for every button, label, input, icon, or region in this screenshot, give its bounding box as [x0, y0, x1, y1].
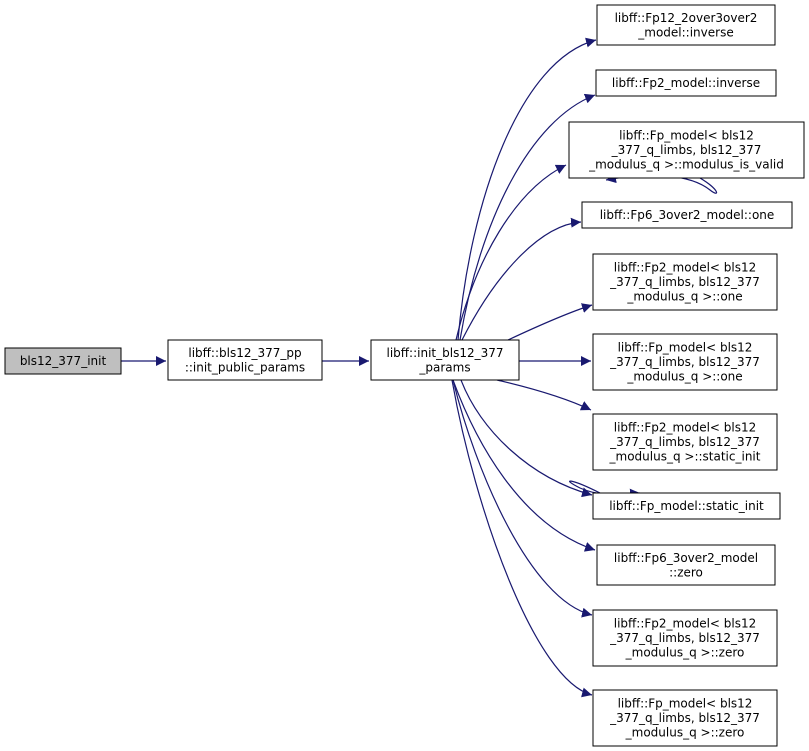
node-box	[4, 347, 122, 375]
node-label-line: libff::Fp_model::static_init	[609, 499, 764, 513]
node-label-line: libff::Fp_model< bls12	[619, 129, 754, 143]
edge-n2-to-n9	[496, 379, 592, 411]
node-n2[interactable]: libff::init_bls12_377_params	[370, 339, 520, 381]
node-n1[interactable]: libff::bls12_377_pp::init_public_params	[167, 339, 323, 381]
node-label-line: _377_q_limbs, bls12_377	[609, 435, 760, 449]
node-n8[interactable]: libff::Fp_model< bls12_377_q_limbs, bls1…	[592, 333, 778, 391]
node-box	[370, 339, 520, 381]
node-label-line: _377_q_limbs, bls12_377	[609, 275, 760, 289]
node-n13[interactable]: libff::Fp_model< bls12_377_q_limbs, bls1…	[592, 689, 778, 747]
node-label-line: _377_q_limbs, bls12_377	[609, 631, 760, 645]
node-label-line: _modulus_q >::static_init	[609, 450, 761, 464]
node-label-line: _modulus_q >::one	[626, 290, 742, 304]
node-n5[interactable]: libff::Fp_model< bls12_377_q_limbs, bls1…	[568, 121, 805, 179]
node-box	[596, 4, 776, 46]
node-label-line: _modulus_q >::one	[626, 370, 742, 384]
edge-n2-to-n6	[461, 217, 582, 341]
node-n9[interactable]: libff::Fp2_model< bls12_377_q_limbs, bls…	[592, 413, 778, 471]
node-n3[interactable]: libff::Fp12_2over3over2_model::inverse	[596, 4, 776, 46]
node-label-line: _params	[418, 360, 470, 374]
node-label-line: _377_q_limbs, bls12_377	[609, 355, 760, 369]
node-label-line: libff::Fp_model< bls12	[618, 341, 753, 355]
node-label-line: _modulus_q >::modulus_is_valid	[588, 158, 784, 172]
node-box	[592, 609, 778, 667]
node-n0[interactable]: bls12_377_init	[4, 347, 122, 375]
edge-n2-to-n13	[451, 379, 593, 698]
node-box	[596, 544, 776, 586]
edge-n2-to-n3	[457, 37, 597, 341]
edge-n2-to-n7	[507, 303, 593, 341]
node-label-line: _377_q_limbs, bls12_377	[611, 143, 762, 157]
node-label-line: ::init_public_params	[185, 360, 305, 374]
node-label-line: bls12_377_init	[20, 354, 107, 368]
edge-n10-to-n10	[569, 480, 641, 499]
node-n12[interactable]: libff::Fp2_model< bls12_377_q_limbs, bls…	[592, 609, 778, 667]
node-n10[interactable]: libff::Fp_model::static_init	[592, 492, 781, 520]
node-n7[interactable]: libff::Fp2_model< bls12_377_q_limbs, bls…	[592, 253, 778, 311]
node-label-line: libff::Fp6_3over2_model	[614, 551, 758, 565]
node-box	[167, 339, 323, 381]
node-box	[592, 333, 778, 391]
node-label-line: libff::Fp2_model< bls12	[614, 421, 757, 435]
node-box	[568, 121, 805, 179]
edge-n2-to-n5	[455, 164, 567, 341]
node-label-line: _377_q_limbs, bls12_377	[609, 711, 760, 725]
node-label-line: libff::Fp2_model< bls12	[614, 261, 757, 275]
node-label-line: libff::init_bls12_377	[387, 346, 504, 360]
node-box	[592, 253, 778, 311]
node-label-line: _modulus_q >::zero	[625, 726, 745, 740]
node-label-line: _model::inverse	[637, 25, 733, 39]
node-n4[interactable]: libff::Fp2_model::inverse	[595, 69, 777, 97]
nodes: bls12_377_init libff::bls12_377_pp::init_…	[4, 4, 805, 747]
edge-n2-to-n10	[460, 379, 593, 498]
node-n11[interactable]: libff::Fp6_3over2_model::zero	[596, 544, 776, 586]
node-label-line: _modulus_q >::zero	[625, 646, 745, 660]
node-label-line: libff::Fp6_3over2_model::one	[600, 208, 775, 222]
node-label-line: libff::Fp12_2over3over2	[615, 11, 758, 25]
node-label-line: ::zero	[669, 565, 703, 579]
node-box	[592, 689, 778, 747]
node-label-line: libff::bls12_377_pp	[188, 346, 301, 360]
node-box	[592, 413, 778, 471]
node-label-line: libff::Fp2_model::inverse	[612, 76, 760, 90]
node-box	[592, 492, 781, 520]
edge-n2-to-n12	[452, 379, 593, 618]
node-label-line: libff::Fp2_model< bls12	[614, 617, 757, 631]
node-n6[interactable]: libff::Fp6_3over2_model::one	[581, 201, 793, 229]
node-box	[595, 69, 777, 97]
edge-n2-to-n11	[452, 379, 596, 552]
node-box	[581, 201, 793, 229]
node-label-line: libff::Fp_model< bls12	[618, 697, 753, 711]
